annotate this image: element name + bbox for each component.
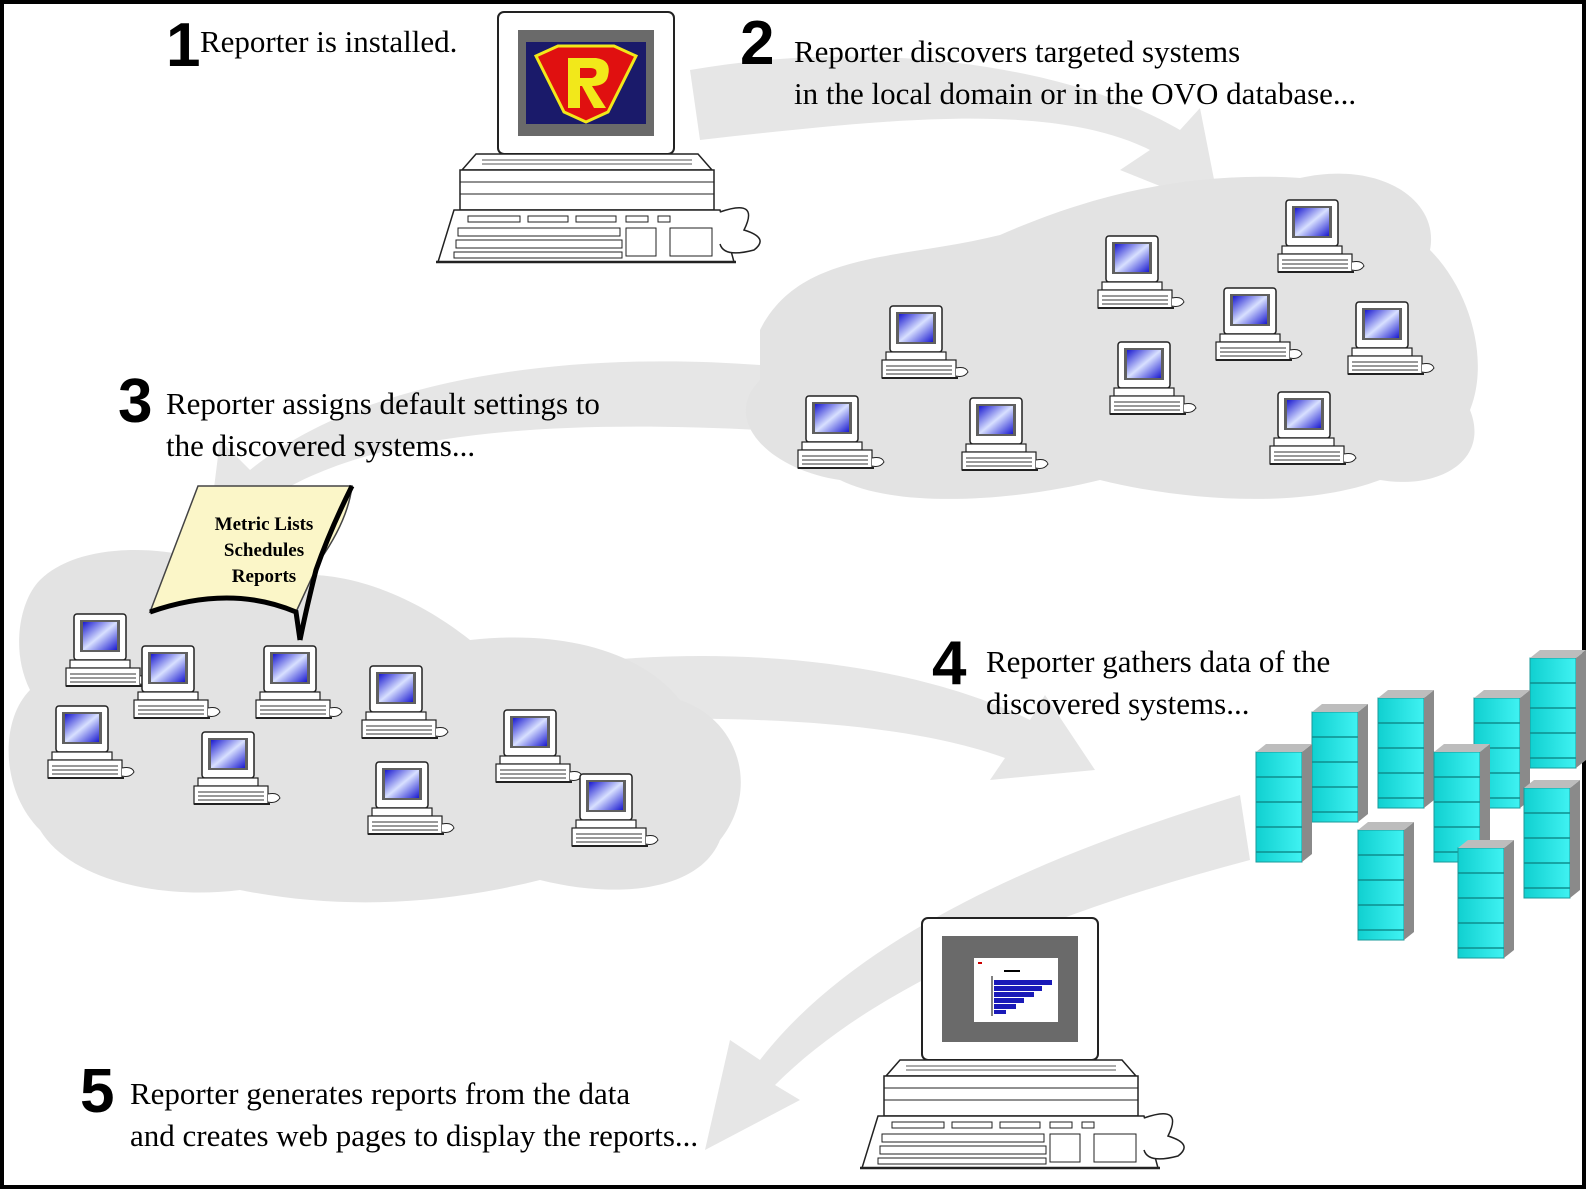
settings-note: Metric Lists Schedules Reports <box>148 484 355 641</box>
file-cabinet-icon <box>1457 839 1515 959</box>
step-4-line-1: Reporter gathers data of the <box>986 644 1330 679</box>
file-cabinet-icon <box>1529 649 1586 769</box>
step-3-line-1: Reporter assigns default settings to <box>166 386 600 421</box>
step-1-number: 1 <box>166 11 200 80</box>
step-1: 1 Reporter is installed. <box>166 11 457 80</box>
step-1-line-1: Reporter is installed. <box>200 24 457 59</box>
step-3-line-2: the discovered systems... <box>166 428 475 463</box>
step-2: 2 Reporter discovers targeted systems in… <box>740 9 1356 111</box>
step-4-number: 4 <box>932 629 967 698</box>
file-cabinet-icon <box>1357 821 1415 941</box>
file-cabinet-icon <box>1255 743 1313 863</box>
flow-arrows <box>205 56 1250 1150</box>
step-5-number: 5 <box>80 1057 114 1126</box>
step-3: 3 Reporter assigns default settings to t… <box>118 367 600 463</box>
arrow-step4-to-step5 <box>705 795 1250 1150</box>
file-cabinet-icon <box>1311 703 1369 823</box>
step-5: 5 Reporter generates reports from the da… <box>80 1057 698 1153</box>
step-5-line-2: and creates web pages to display the rep… <box>130 1118 698 1153</box>
note-line-2: Schedules <box>224 540 304 561</box>
step-4: 4 Reporter gathers data of the discovere… <box>932 629 1330 721</box>
step-2-number: 2 <box>740 9 774 78</box>
arrow-step3-to-step4 <box>560 656 1095 780</box>
step-4-line-2: discovered systems... <box>986 686 1249 721</box>
note-line-1: Metric Lists <box>215 514 314 535</box>
reporter-logo-icon <box>526 42 646 124</box>
report-computer <box>858 916 1186 1170</box>
note-line-3: Reports <box>232 566 296 587</box>
bar-chart-report-icon <box>974 958 1058 1022</box>
step-3-number: 3 <box>118 367 152 436</box>
step-2-line-2: in the local domain or in the OVO databa… <box>794 76 1356 111</box>
step-2-line-1: Reporter discovers targeted systems <box>794 34 1240 69</box>
step-5-line-1: Reporter generates reports from the data <box>130 1076 630 1111</box>
arrow-step1-to-step2 <box>690 56 1220 210</box>
file-cabinet-icon <box>1377 689 1435 809</box>
file-cabinet-icon <box>1523 779 1581 899</box>
reporter-server <box>434 10 762 264</box>
arrow-step2-to-step3 <box>205 361 760 560</box>
